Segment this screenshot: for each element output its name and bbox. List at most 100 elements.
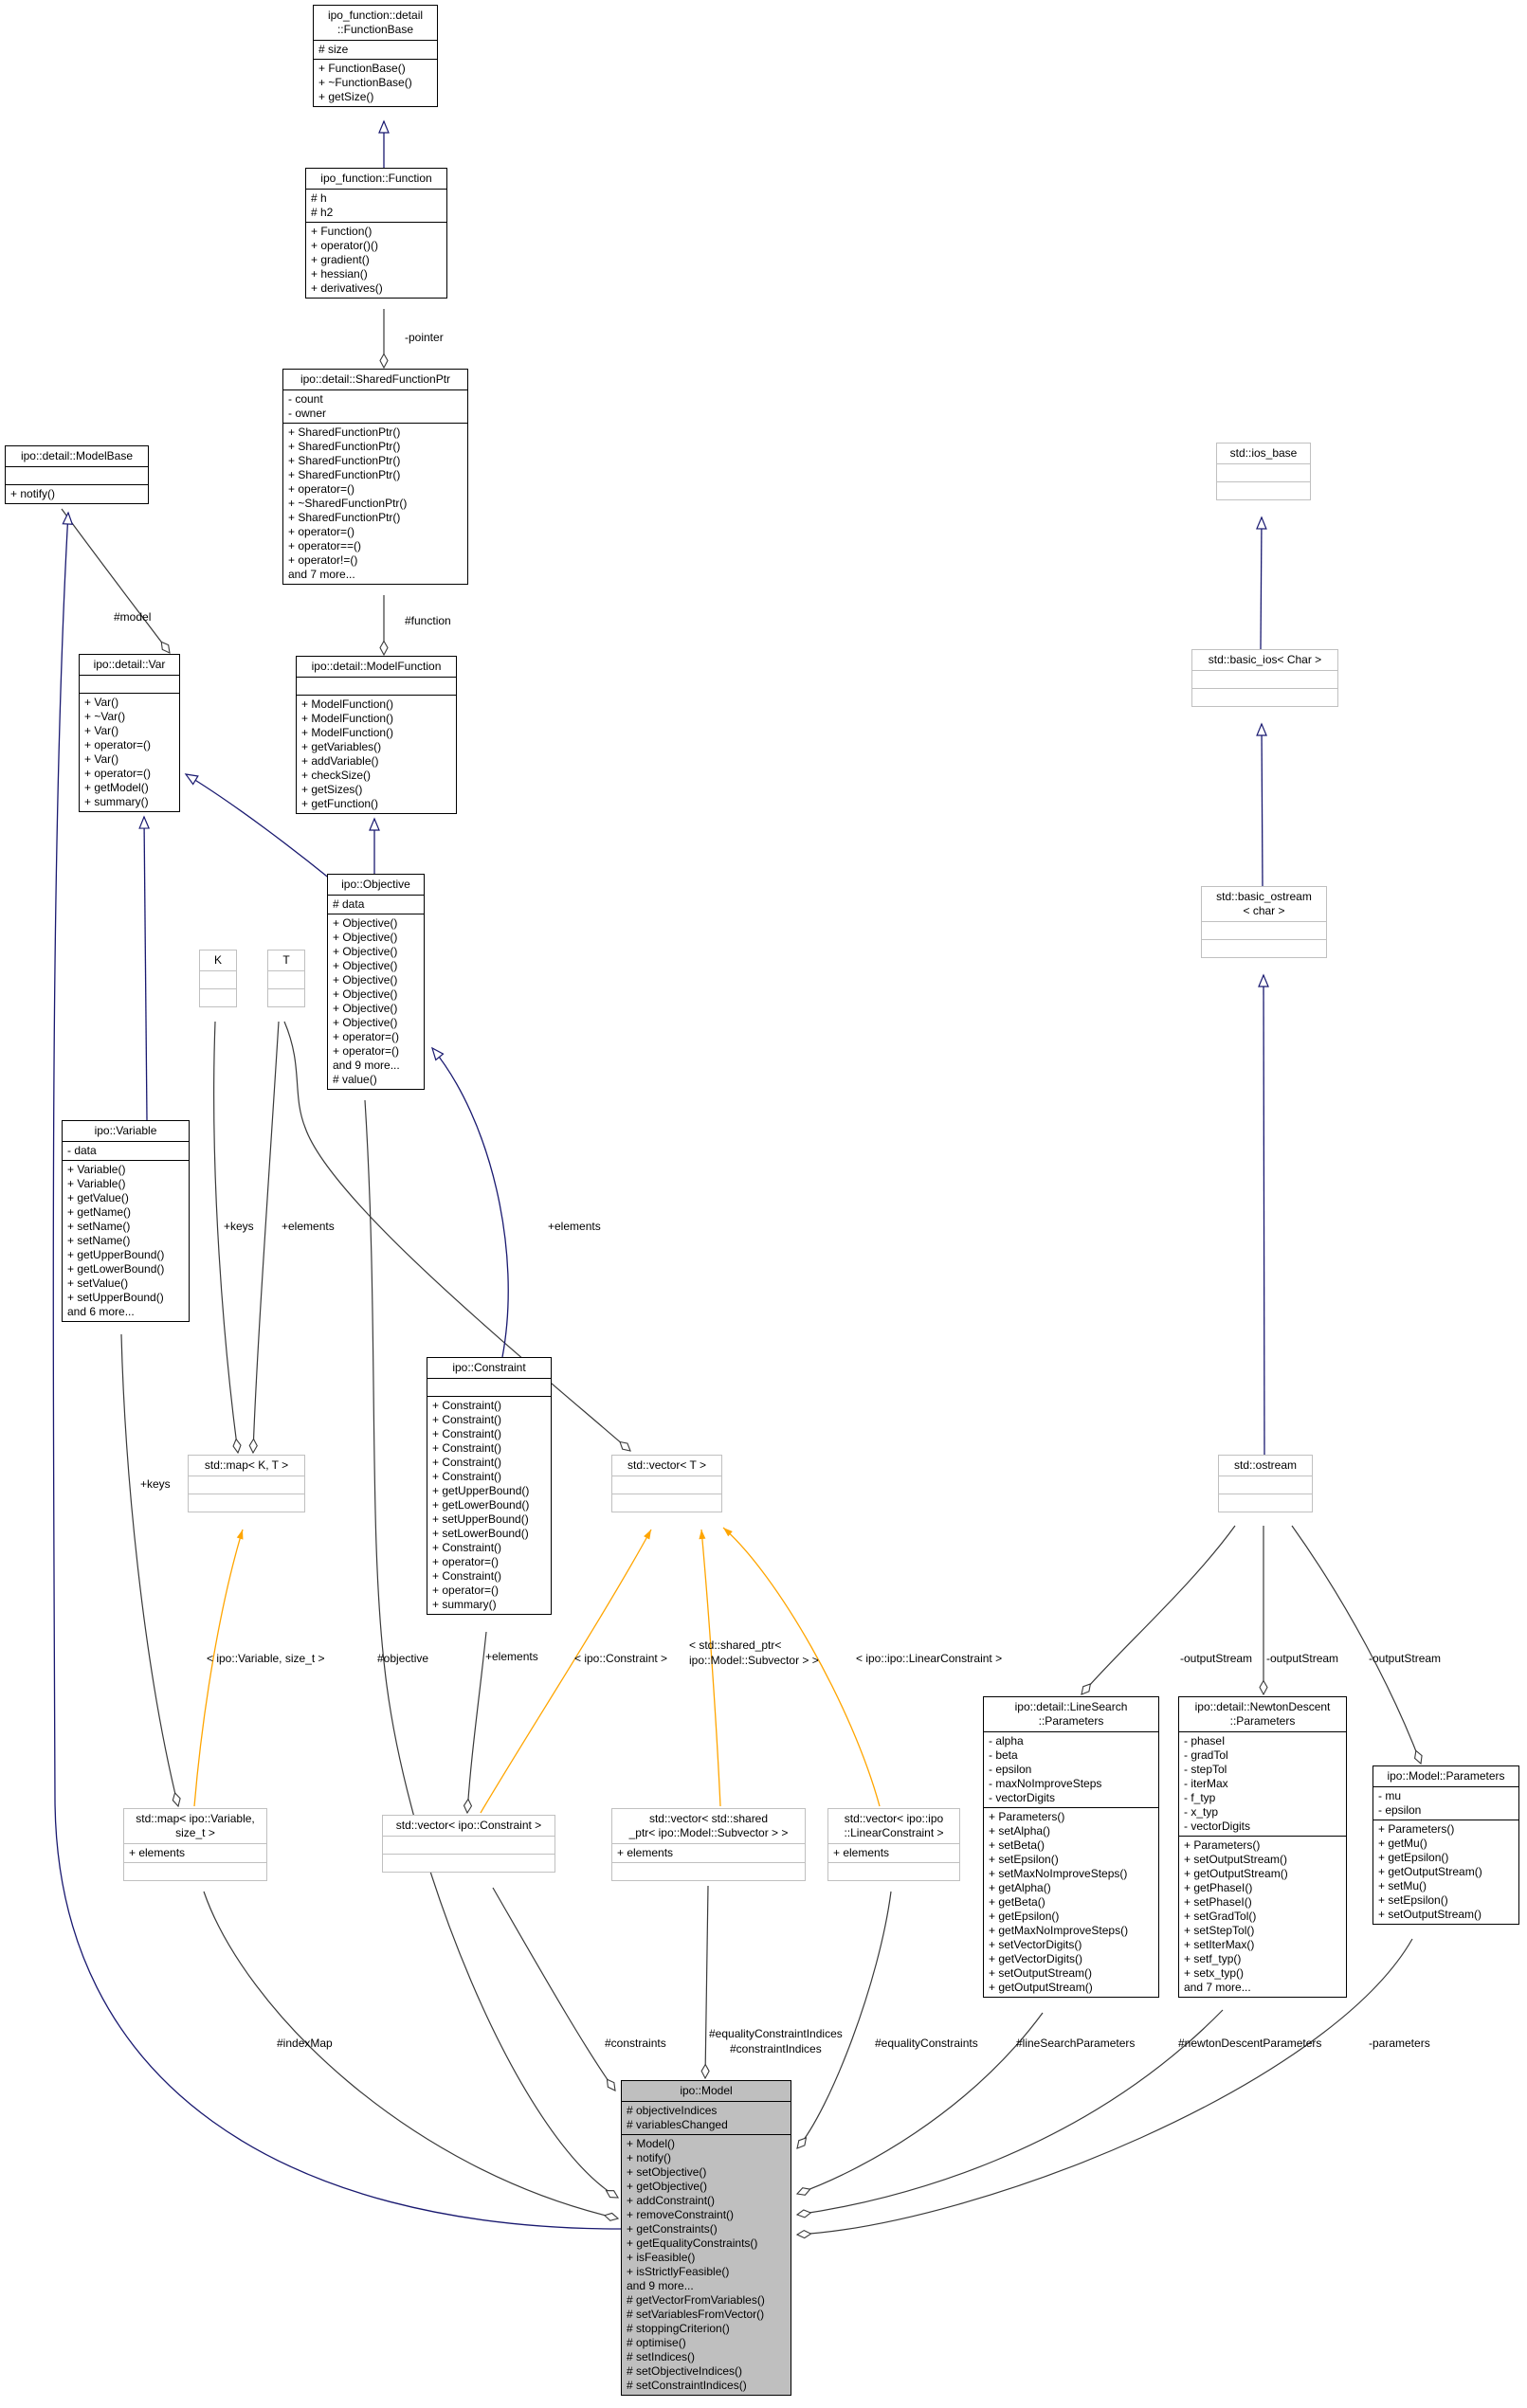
class-title: ipo::detail::SharedFunctionPtr [300,372,451,386]
edge-mapvariable-keys-variable [120,1333,178,1806]
class-attributes [268,970,304,988]
class-title: ipo::detail::ModelFunction [311,660,442,673]
class-ipo-detail-modelbase[interactable]: ipo::detail::ModelBase + notify() [5,445,149,504]
class-title: ipo::Constraint [452,1361,526,1374]
edge-label-elements-t-map: +elements [282,1220,335,1233]
class-attributes [1192,670,1337,688]
edge-model-equalityconstraints-vectorlinear [797,1891,892,2148]
class-methods: + Function()+ operator()()+ gradient()+ … [306,222,446,298]
class-title: K [213,953,222,967]
class-attributes [1219,1476,1312,1494]
class-ipo-variable[interactable]: ipo::Variable - data + Variable()+ Varia… [62,1120,190,1322]
edge-vectorconstraint-elements-constraint [467,1631,487,1813]
class-std-ostream: std::ostream [1218,1455,1313,1512]
class-title: ipo::detail::LineSearch ::Parameters [1014,1700,1128,1728]
edge-label-instantiation-vector-sharedptr: < std::shared_ptr< ipo::Model::Subvector… [689,1639,819,1667]
edge-label-instantiation-vector-constraint: < ipo::Constraint > [574,1652,668,1665]
edge-model-newtondescentparameters [797,2009,1224,2215]
edge-label-pointer: -pointer [405,331,444,344]
class-attributes: # h# h2 [306,189,446,222]
class-attributes: + elements [612,1843,805,1862]
class-methods [189,1494,304,1512]
class-ipo-function-function[interactable]: ipo_function::Function # h# h2 + Functio… [305,168,447,299]
class-methods: + Objective()+ Objective()+ Objective()+… [328,914,424,1089]
class-title: ipo::detail::ModelBase [20,449,134,462]
class-ipo-detail-modelfunction[interactable]: ipo::detail::ModelFunction + ModelFuncti… [296,656,457,814]
class-attributes: - alpha- beta- epsilon- maxNoImproveStep… [984,1731,1158,1807]
edge-label-outputstream-1: -outputStream [1180,1652,1253,1665]
class-attributes: + elements [828,1843,959,1862]
class-ipo-constraint[interactable]: ipo::Constraint + Constraint()+ Constrai… [427,1357,552,1615]
edge-label-elements-constraint: +elements [485,1650,538,1663]
class-std-basic-ostream: std::basic_ostream < char > [1201,886,1327,958]
class-methods [1202,939,1326,957]
edge-map-keys-k [213,1021,238,1453]
class-attributes [427,1378,551,1396]
edge-model-inherits-modelbase [52,513,622,2230]
class-std-vector-constraint: std::vector< ipo::Constraint > [382,1815,555,1873]
edge-label-function: #function [405,614,451,627]
class-std-map-variable-sizet: std::map< ipo::Variable, size_t > + elem… [123,1808,267,1881]
edge-label-elements-t-vector: +elements [548,1220,601,1233]
class-methods: + FunctionBase()+ ~FunctionBase()+ getSi… [314,59,437,106]
class-title: std::basic_ostream < char > [1216,890,1312,917]
edge-label-equality-constraints: #equalityConstraints [875,2037,978,2050]
edge-label-outputstream-3: -outputStream [1369,1652,1442,1665]
class-attributes [297,677,456,695]
class-std-vector-sharedptr-subvector: std::vector< std::shared _ptr< ipo::Mode… [611,1808,806,1881]
class-methods [1192,688,1337,706]
class-methods: + Variable()+ Variable()+ getValue()+ ge… [63,1160,189,1321]
class-title: std::map< ipo::Variable, size_t > [136,1812,255,1839]
class-title: ipo::Variable [94,1124,157,1137]
class-attributes: # objectiveIndices# variablesChanged [622,2101,791,2134]
edge-linesearch-outputstream-ostream [1082,1525,1236,1694]
class-ipo-detail-newtondescent-parameters[interactable]: ipo::detail::NewtonDescent ::Parameters … [1178,1696,1347,1998]
class-ipo-function-detail-functionbase[interactable]: ipo_function::detail ::FunctionBase # si… [313,5,438,107]
class-attributes: - data [63,1141,189,1160]
class-attributes: - mu- epsilon [1373,1786,1518,1820]
class-title: ipo::Model::Parameters [1387,1769,1505,1783]
class-ipo-model-parameters[interactable]: ipo::Model::Parameters - mu- epsilon + P… [1372,1765,1519,1925]
edge-var-model-modelbase [61,508,170,653]
edge-variable-inherits-var [144,817,147,1121]
class-title: std::map< K, T > [204,1458,289,1472]
edge-label-parameters: -parameters [1369,2037,1430,2050]
edge-label-model: #model [114,610,152,624]
class-ipo-detail-sharedfunctionptr[interactable]: ipo::detail::SharedFunctionPtr - count- … [282,369,468,585]
class-methods: + notify() [6,484,148,503]
class-attributes [80,675,179,693]
edge-model-objective-objective [364,1099,618,2198]
class-title: std::vector< ipo::Constraint > [395,1819,542,1832]
edge-label-indexmap: #indexMap [277,2037,333,2050]
class-ipo-detail-var[interactable]: ipo::detail::Var + Var()+ ~Var()+ Var()+… [79,654,180,812]
edge-map-elements-t [253,1021,280,1453]
class-methods: + Parameters()+ setOutputStream()+ getOu… [1179,1836,1346,1997]
class-attributes: + elements [124,1843,266,1862]
class-attributes [189,1476,304,1494]
class-std-basic-ios: std::basic_ios< Char > [1191,649,1338,707]
class-attributes: # size [314,40,437,59]
edge-instantiation-vectorconstraint-vectort [480,1529,652,1814]
class-std-map-k-t: std::map< K, T > [188,1455,305,1512]
class-std-ios-base: std::ios_base [1216,443,1311,500]
edge-basicostream-inherits-basicios [1262,724,1263,887]
edge-label-keys-k: +keys [224,1220,254,1233]
class-title: ipo_function::detail ::FunctionBase [327,9,424,36]
class-title: std::ostream [1233,1458,1298,1472]
class-attributes: - count- owner [283,389,467,423]
class-title: std::ios_base [1229,446,1298,460]
class-methods [200,988,236,1006]
class-ipo-objective[interactable]: ipo::Objective # data + Objective()+ Obj… [327,874,425,1090]
class-ipo-model: ipo::Model # objectiveIndices# variables… [621,2080,791,2396]
class-title: ipo::Objective [341,878,410,891]
class-methods: + Parameters()+ getMu()+ getEpsilon()+ g… [1373,1820,1518,1924]
class-methods: + ModelFunction()+ ModelFunction()+ Mode… [297,695,456,813]
class-attributes [1202,921,1326,939]
class-attributes: - phaseI- gradTol- stepTol- iterMax- f_t… [1179,1731,1346,1836]
edge-label-linesearch-parameters: #lineSearchParameters [1016,2037,1136,2050]
class-title: ipo::detail::NewtonDescent ::Parameters [1194,1700,1331,1728]
class-ipo-detail-linesearch-parameters[interactable]: ipo::detail::LineSearch ::Parameters - a… [983,1696,1159,1998]
edge-label-outputstream-2: -outputStream [1266,1652,1339,1665]
